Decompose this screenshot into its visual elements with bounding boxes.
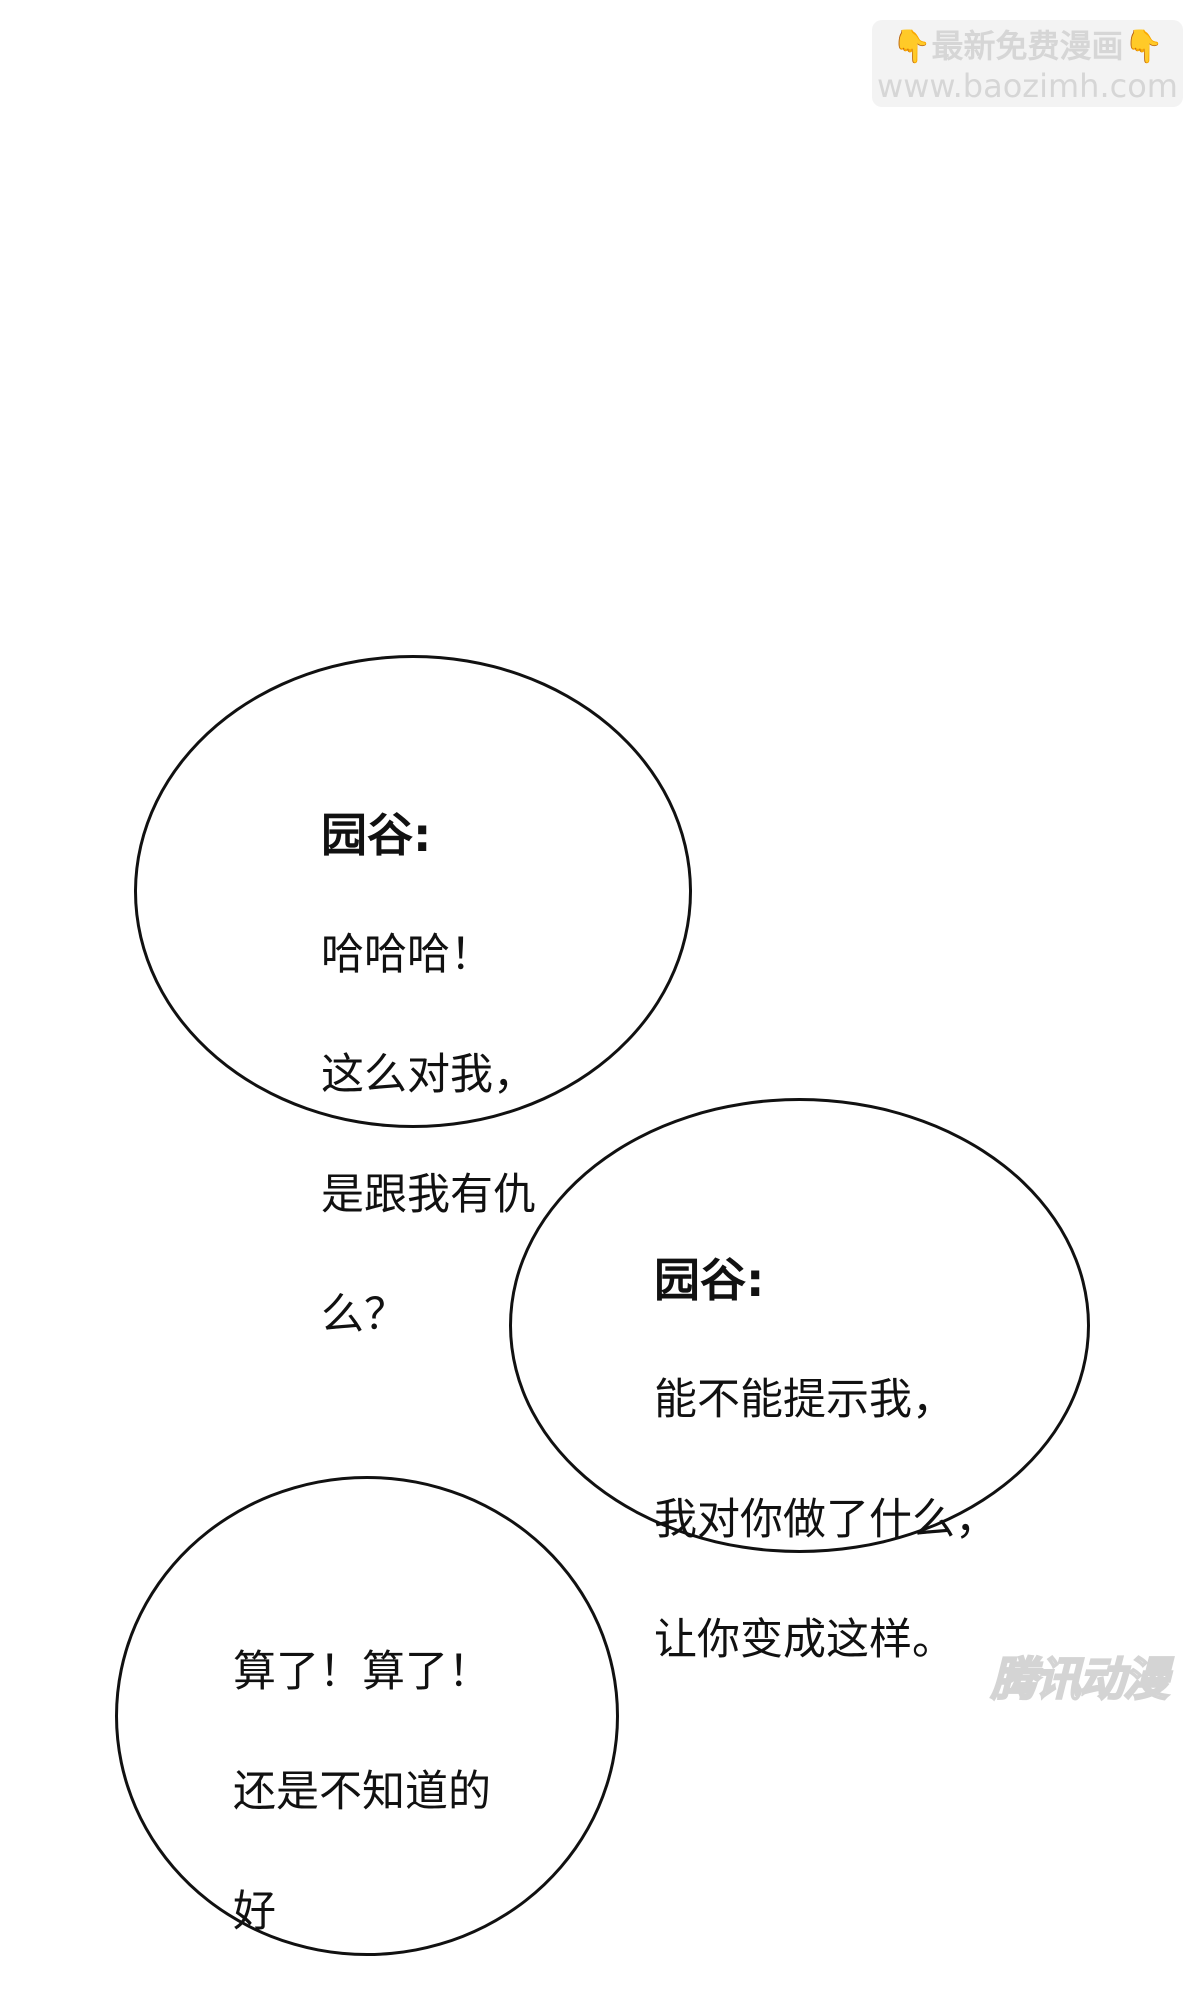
dialogue-line: 这么对我， [321,1050,536,1100]
speaker-name: 园谷: [654,1253,765,1307]
pointing-down-hand-icon: 👇 [1123,27,1164,65]
dialogue-line: 能不能提示我， [654,1375,955,1425]
bubble-2-text: 园谷: 能不能提示我， 我对你做了什么， 让你变成这样。 [654,1190,998,1730]
bubble-3-text: 算了！算了！ 还是不知道的 好 [233,1582,491,2002]
dialogue-line: 是跟我有仇 [321,1170,536,1220]
speaker-name: 园谷: [321,808,432,862]
dialogue-line: 让你变成这样。 [654,1615,955,1665]
dialogue-line: 好 [233,1887,276,1937]
speech-bubble-2 [509,1098,1090,1553]
site-watermark: 👇最新免费漫画👇 www.baozimh.com [872,20,1183,107]
bubble-1-text: 园谷: 哈哈哈！ 这么对我， 是跟我有仇 么？ [321,745,536,1405]
speech-bubble-1 [134,655,692,1128]
watermark-title: 最新免费漫画 [931,27,1124,65]
dialogue-line: 算了！算了！ [233,1647,491,1697]
dialogue-line: 我对你做了什么， [654,1495,998,1545]
pointing-down-hand-icon: 👇 [891,27,932,65]
publisher-logo: 腾讯动漫 [990,1651,1170,1707]
watermark-url: www.baozimh.com [877,67,1178,105]
dialogue-line: 么？ [321,1290,407,1340]
dialogue-line: 还是不知道的 [233,1767,491,1817]
dialogue-line: 哈哈哈！ [321,930,493,980]
